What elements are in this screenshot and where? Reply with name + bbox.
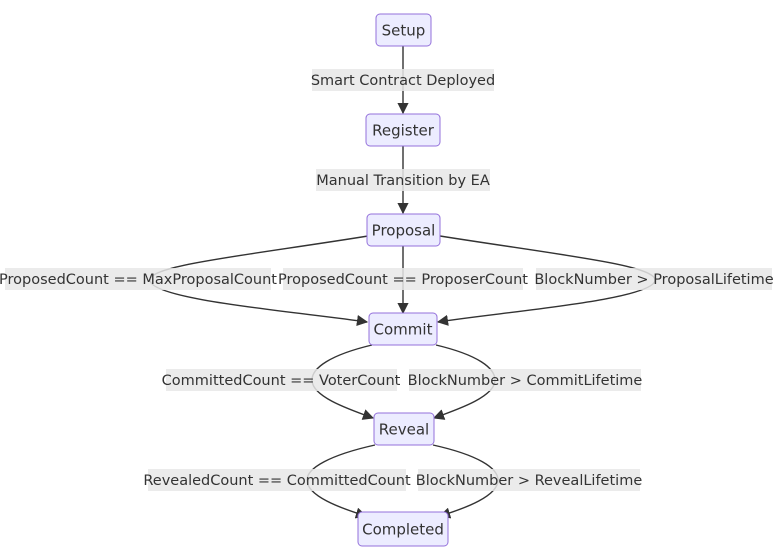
edge-label-text: ProposedCount == ProposerCount <box>278 272 528 288</box>
edge-label-proposal-commit-max: ProposedCount == MaxProposalCount <box>0 268 277 290</box>
node-register: Register <box>365 113 441 147</box>
edge-label-register-proposal: Manual Transition by EA <box>316 169 490 191</box>
edge-label-reveal-completed-count: RevealedCount == CommittedCount <box>143 469 411 491</box>
edge-label-text: BlockNumber > ProposalLifetime <box>534 272 773 288</box>
edge-label-text: Smart Contract Deployed <box>311 73 495 89</box>
node-label: Register <box>372 122 435 140</box>
node-label: Setup <box>382 22 426 40</box>
edge-label-text: BlockNumber > RevealLifetime <box>416 473 643 489</box>
edge-label-setup-register: Smart Contract Deployed <box>311 69 495 91</box>
node-label: Proposal <box>372 222 436 240</box>
node-label: Reveal <box>379 421 429 439</box>
node-commit: Commit <box>368 312 438 346</box>
edge-label-proposal-commit-lifetime: BlockNumber > ProposalLifetime <box>534 268 774 290</box>
node-label: Completed <box>362 521 444 539</box>
node-setup: Setup <box>375 13 432 47</box>
edge-label-commit-reveal-lifetime: BlockNumber > CommitLifetime <box>408 369 643 391</box>
edge-label-proposal-commit-proposer: ProposedCount == ProposerCount <box>278 268 528 290</box>
edge-label-text: BlockNumber > CommitLifetime <box>408 373 643 389</box>
edge-label-text: CommittedCount == VoterCount <box>162 373 401 389</box>
node-proposal: Proposal <box>366 213 441 247</box>
node-completed: Completed <box>357 511 449 547</box>
node-label: Commit <box>374 321 433 339</box>
edge-label-text: ProposedCount == MaxProposalCount <box>0 272 277 288</box>
edge-label-reveal-completed-lifetime: BlockNumber > RevealLifetime <box>416 469 643 491</box>
edge-label-commit-reveal-voter: CommittedCount == VoterCount <box>162 369 401 391</box>
edge-label-text: RevealedCount == CommittedCount <box>143 473 411 489</box>
edge-label-text: Manual Transition by EA <box>316 173 490 189</box>
node-reveal: Reveal <box>373 412 435 446</box>
